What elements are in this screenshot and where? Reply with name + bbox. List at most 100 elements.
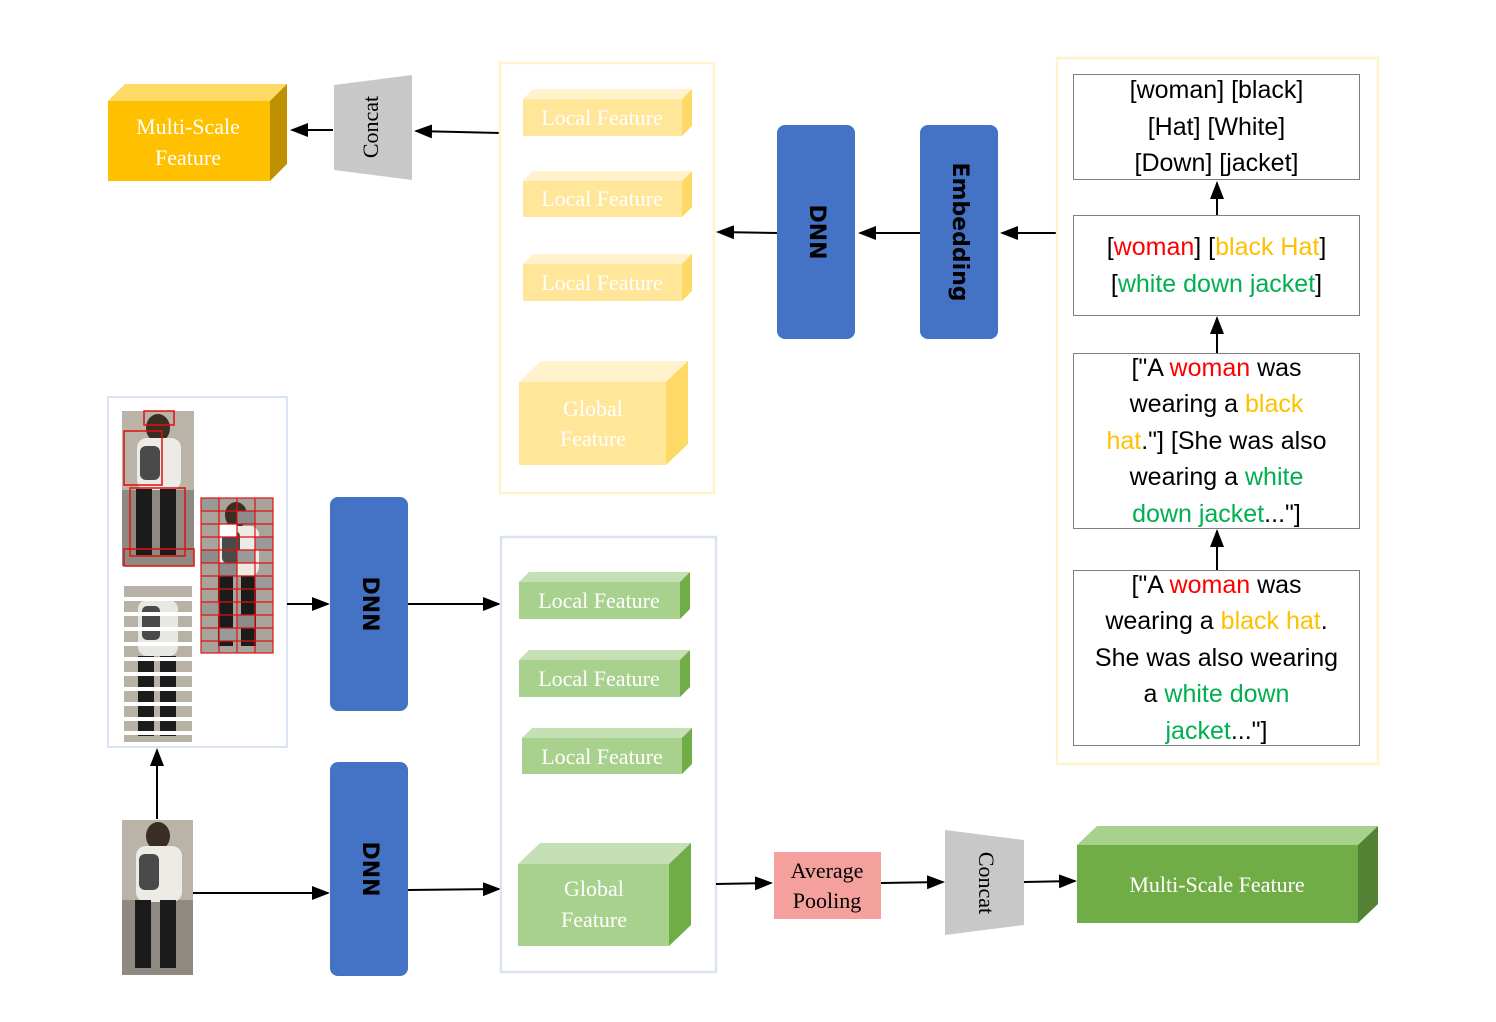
raw-text-6: a [1143,680,1165,709]
bottom-feature-container [499,535,718,974]
sentences-text-4: ."] [She was also [1141,426,1327,455]
raw-description-box: ["A woman was wearing a black hat. She w… [1073,570,1360,746]
arrow-concat-to-bottom-multiscale [1023,874,1077,889]
sentences-line-1: ["A woman was [1074,350,1359,387]
bottom-local-feature-1: Local Feature [519,572,690,619]
bottom-global-feature-line1: Global [564,876,624,901]
arrow-dnn-to-top-features [716,225,779,240]
raw-line-1: ["A woman was [1074,567,1359,604]
top-local-feature-2-label: Local Feature [541,186,663,211]
raw-text-7: ..."] [1230,716,1268,745]
top-global-feature-line1: Global [563,396,623,421]
bottom-global-feature-line2: Feature [561,907,627,932]
top-concat-block: Concat [334,75,412,180]
top-multiscale-label-line2: Feature [155,145,221,170]
bottom-dnn-lower-block: DNN [330,762,408,976]
phrases-box: [woman] [black Hat] [white down jacket] [1073,215,1360,316]
raw-line-5: jacket..."] [1074,713,1359,750]
pooling-label-line2: Pooling [793,888,861,913]
pedestrian-region-crop [122,410,195,567]
tokens-line-3: [Down] [jacket] [1134,149,1299,178]
sentences-text-5: wearing a [1129,463,1245,492]
bottom-local-feature-1-label: Local Feature [538,588,660,613]
phrases-line-2: [white down jacket] [1074,266,1359,303]
bottom-local-feature-3-label: Local Feature [541,744,663,769]
phrase-black-hat: black Hat [1215,233,1320,261]
raw-text-2: was [1250,570,1302,599]
raw-line-3: She was also wearing [1094,643,1339,672]
bottom-dnn-upper-label: DNN [357,576,382,631]
raw-text-4: . [1320,607,1328,636]
top-local-feature-1-label: Local Feature [541,105,663,130]
tokens-line-1: [woman] [black] [1129,76,1304,105]
input-pedestrian-image [122,820,193,975]
raw-line-2: wearing a black hat. [1074,603,1359,640]
top-multiscale-feature-block: Multi-Scale Feature [108,84,287,181]
raw-jacket: jacket [1165,716,1231,745]
top-dnn-label: DNN [804,204,829,259]
phrases-bracket-4: [ [1110,269,1118,298]
top-global-feature: Global Feature [519,361,688,465]
top-local-feature-3: Local Feature [523,254,692,301]
phrases-bracket-3: ] [1319,233,1327,261]
top-feature-container [498,61,716,495]
sentences-text-3: wearing a [1129,390,1245,419]
sentences-white: white [1244,463,1304,492]
sentences-line-2: wearing a black [1074,386,1359,423]
bottom-global-feature: Global Feature [518,843,691,946]
phrase-white-down-jacket: white down jacket [1117,269,1316,298]
pedestrian-grid-crop [200,497,274,654]
sentences-black: black [1244,390,1304,419]
sentences-hat: hat [1106,426,1142,455]
bottom-local-feature-2-label: Local Feature [538,666,660,691]
phrases-bracket-5: ] [1315,269,1323,298]
sentences-line-3: hat."] [She was also [1074,423,1359,460]
arrow-pooling-to-concat [880,875,945,890]
text-pipeline-container [1055,56,1380,766]
arrow-features-to-pooling [715,876,773,891]
phrases-bracket-2: ] [ [1194,233,1216,261]
raw-woman: woman [1169,570,1251,599]
raw-text-3: wearing a [1105,607,1221,636]
sentences-box: ["A woman was wearing a black hat."] [Sh… [1073,353,1360,529]
bottom-multiscale-label: Multi-Scale Feature [1129,872,1304,897]
arrow-dnn-to-global-feature [407,882,501,897]
top-global-feature-line2: Feature [560,426,626,451]
top-local-feature-1: Local Feature [523,89,692,136]
raw-black-hat: black hat [1220,607,1321,636]
pooling-label-line1: Average [791,858,864,883]
pedestrian-stripe-crop [124,586,192,742]
sentences-woman: woman [1169,353,1251,382]
raw-text-1: ["A [1131,570,1170,599]
arrow-features-to-top-concat [414,124,501,139]
sentences-line-4: wearing a white [1074,459,1359,496]
top-concat-label: Concat [358,96,383,158]
sentences-text-6: ..."] [1264,499,1301,528]
top-local-feature-2: Local Feature [523,171,692,217]
phrases-bracket-1: [ [1106,233,1114,261]
bottom-concat-label: Concat [974,852,999,914]
sentences-text-2: was [1250,353,1302,382]
phrases-line-1: [woman] [black Hat] [1074,229,1359,266]
tokens-box: [woman] [black] [Hat] [White] [Down] [ja… [1073,74,1360,180]
bottom-multiscale-feature-block: Multi-Scale Feature [1077,826,1378,923]
top-multiscale-label-line1: Multi-Scale [136,114,240,139]
tokens-line-2: [Hat] [White] [1147,112,1286,141]
sentences-line-5: down jacket..."] [1074,496,1359,533]
bottom-concat-block: Concat [945,830,1024,935]
average-pooling-block: Average Pooling [774,852,881,919]
sentences-down-jacket: down jacket [1132,499,1265,528]
bottom-dnn-lower-label: DNN [357,841,382,896]
top-dnn-block: DNN [777,125,855,339]
bottom-local-feature-3: Local Feature [522,728,692,774]
phrase-woman: woman [1113,233,1195,261]
raw-line-4: a white down [1074,676,1359,713]
bottom-dnn-upper-block: DNN [330,497,408,711]
bottom-local-feature-2: Local Feature [519,650,690,697]
embedding-label: Embedding [947,162,972,301]
embedding-block: Embedding [920,125,998,339]
raw-white-down: white down [1164,680,1290,709]
top-local-feature-3-label: Local Feature [541,270,663,295]
pedestrian-crops-container [107,396,288,748]
